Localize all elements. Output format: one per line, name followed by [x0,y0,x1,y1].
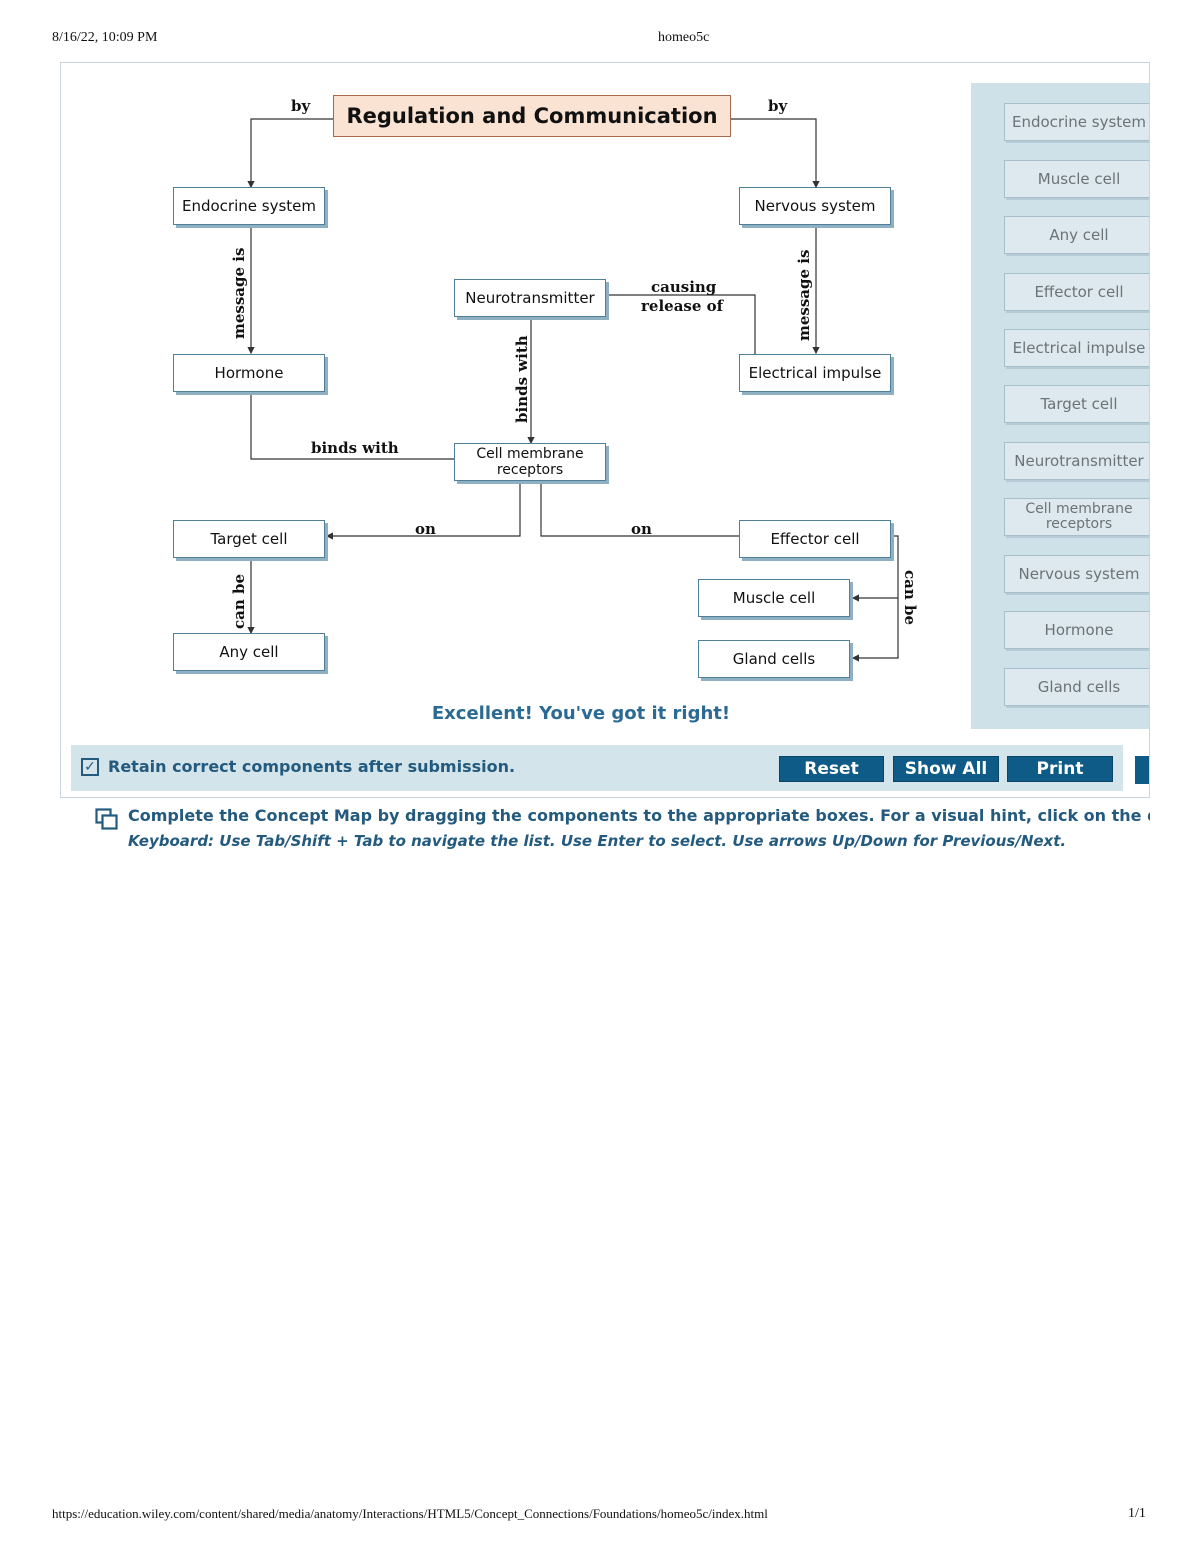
component-palette: Endocrine system Muscle cell Any cell Ef… [971,83,1149,729]
palette-chip-hormone[interactable]: Hormone [1004,611,1149,649]
retain-label: Retain correct components after submissi… [108,757,516,776]
node-target-cell[interactable]: Target cell [173,520,325,558]
checkbox-checked-icon[interactable]: ✓ [81,757,99,776]
link-label-message-is-left: message is [230,248,248,339]
connector-receptors-target [325,483,521,540]
palette-chip-any-cell[interactable]: Any cell [1004,216,1149,254]
concept-map-stage: by by message is message is causing rele… [61,63,1149,797]
connector-hormone-receptors [250,393,454,460]
palette-chip-muscle-cell[interactable]: Muscle cell [1004,160,1149,198]
link-label-can-be-left: can be [230,574,248,629]
node-cell-membrane-receptors[interactable]: Cell membrane receptors [454,443,606,481]
instructions-text: Complete the Concept Map by dragging the… [128,806,1150,825]
node-gland-cells[interactable]: Gland cells [698,640,850,678]
node-nervous-system[interactable]: Nervous system [739,187,891,225]
palette-chip-neurotransmitter[interactable]: Neurotransmitter [1004,442,1149,480]
retain-toggle[interactable]: ✓ Retain correct components after submis… [81,757,515,776]
palette-chip-effector-cell[interactable]: Effector cell [1004,273,1149,311]
link-label-can-be-right: can be [901,570,919,625]
link-label-by-left: by [291,97,311,115]
node-electrical-impulse[interactable]: Electrical impulse [739,354,891,392]
link-label-by-right: by [768,97,788,115]
connector-title-nervous [731,118,820,189]
reset-button[interactable]: Reset [779,756,884,782]
show-all-button[interactable]: Show All [893,756,999,782]
copy-icon [95,808,118,830]
link-label-message-is-right: message is [795,250,813,341]
node-neurotransmitter[interactable]: Neurotransmitter [454,279,606,317]
link-label-release-of: release of [641,297,725,315]
submit-button-edge[interactable] [1135,756,1149,784]
concept-map-title: Regulation and Communication [333,95,731,137]
print-button[interactable]: Print [1007,756,1113,782]
concept-map-connectors: by by message is message is causing rele… [230,97,919,662]
connector-neuro-electrical [607,294,756,373]
link-label-on-right: on [631,520,652,538]
print-page-title: homeo5c [658,30,710,45]
palette-chip-nervous-system[interactable]: Nervous system [1004,555,1149,593]
keyboard-instructions: Keyboard: Use Tab/Shift + Tab to navigat… [128,832,1067,850]
print-timestamp: 8/16/22, 10:09 PM [52,30,158,45]
connector-title-endocrine [247,118,333,189]
print-url: https://education.wiley.com/content/shar… [52,1506,768,1521]
node-effector-cell[interactable]: Effector cell [739,520,891,558]
print-page-number: 1/1 [1128,1506,1146,1521]
palette-chip-electrical-impulse[interactable]: Electrical impulse [1004,329,1149,367]
link-label-binds-with-horizontal: binds with [311,439,399,457]
activity-frame: by by message is message is causing rele… [60,62,1150,798]
bottom-toolbar: ✓ Retain correct components after submis… [71,745,1123,791]
connector-effector-gland [851,535,899,662]
link-label-on-left: on [415,520,436,538]
palette-chip-cell-membrane-receptors[interactable]: Cell membrane receptors [1004,498,1149,536]
palette-chip-target-cell[interactable]: Target cell [1004,385,1149,423]
node-any-cell[interactable]: Any cell [173,633,325,671]
link-label-causing: causing [651,278,717,296]
connector-receptors-effector [540,483,739,537]
node-endocrine-system[interactable]: Endocrine system [173,187,325,225]
palette-chip-gland-cells[interactable]: Gland cells [1004,668,1149,706]
node-hormone[interactable]: Hormone [173,354,325,392]
node-muscle-cell[interactable]: Muscle cell [698,579,850,617]
instructions: Complete the Concept Map by dragging the… [95,806,1150,850]
palette-chip-endocrine-system[interactable]: Endocrine system [1004,103,1149,141]
feedback-message: Excellent! You've got it right! [431,703,731,724]
link-label-binds-with-vertical: binds with [513,335,531,423]
